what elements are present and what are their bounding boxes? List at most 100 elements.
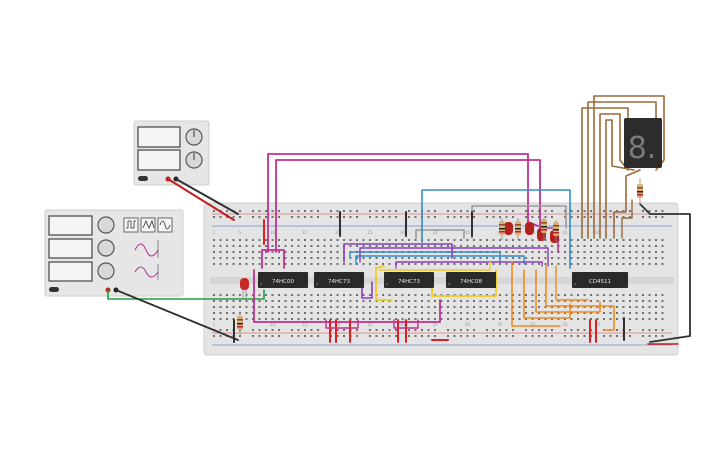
breadboard-hole[interactable]: [427, 318, 430, 320]
breadboard-hole[interactable]: [343, 263, 345, 265]
breadboard-hole[interactable]: [577, 251, 579, 253]
breadboard-hole[interactable]: [583, 294, 586, 296]
breadboard-hole[interactable]: [226, 294, 228, 296]
breadboard-hole[interactable]: [232, 245, 235, 247]
breadboard-hole[interactable]: [284, 239, 287, 241]
breadboard-hole[interactable]: [655, 245, 657, 247]
breadboard-hole[interactable]: [421, 245, 423, 247]
breadboard-hole[interactable]: [479, 318, 482, 320]
breadboard-hole[interactable]: [603, 318, 605, 320]
breadboard-hole[interactable]: [544, 329, 547, 331]
breadboard-hole[interactable]: [583, 210, 586, 212]
breadboard-hole[interactable]: [661, 300, 664, 302]
breadboard-hole[interactable]: [408, 329, 410, 331]
breadboard-hole[interactable]: [330, 257, 332, 259]
breadboard-hole[interactable]: [603, 312, 605, 314]
breadboard-hole[interactable]: [460, 239, 462, 241]
breadboard-hole[interactable]: [362, 245, 365, 247]
breadboard-hole[interactable]: [447, 263, 449, 265]
breadboard-hole[interactable]: [609, 257, 612, 259]
breadboard-hole[interactable]: [421, 335, 423, 337]
breadboard-hole[interactable]: [434, 210, 436, 212]
breadboard-hole[interactable]: [213, 318, 215, 320]
breadboard-hole[interactable]: [245, 294, 248, 296]
breadboard-hole[interactable]: [447, 257, 449, 259]
breadboard-hole[interactable]: [336, 312, 339, 314]
breadboard-hole[interactable]: [434, 263, 436, 265]
breadboard-hole[interactable]: [278, 239, 280, 241]
breadboard-hole[interactable]: [369, 245, 371, 247]
breadboard-hole[interactable]: [655, 329, 657, 331]
breadboard-hole[interactable]: [499, 245, 501, 247]
breadboard-hole[interactable]: [245, 318, 248, 320]
breadboard-hole[interactable]: [661, 239, 664, 241]
breadboard-hole[interactable]: [505, 239, 508, 241]
breadboard-hole[interactable]: [609, 210, 612, 212]
breadboard-hole[interactable]: [278, 329, 280, 331]
breadboard-hole[interactable]: [258, 300, 261, 302]
breadboard-hole[interactable]: [369, 329, 371, 331]
breadboard-hole[interactable]: [622, 245, 625, 247]
fg-amplitude-knob[interactable]: [97, 239, 115, 257]
breadboard-hole[interactable]: [297, 329, 300, 331]
breadboard-hole[interactable]: [239, 263, 241, 265]
breadboard-hole[interactable]: [291, 210, 293, 212]
breadboard-hole[interactable]: [622, 306, 625, 308]
breadboard-hole[interactable]: [297, 257, 300, 259]
breadboard-hole[interactable]: [375, 318, 378, 320]
breadboard-hole[interactable]: [538, 294, 540, 296]
breadboard-hole[interactable]: [538, 335, 540, 337]
breadboard-hole[interactable]: [466, 306, 469, 308]
breadboard-hole[interactable]: [629, 335, 631, 337]
breadboard-hole[interactable]: [343, 335, 345, 337]
breadboard-hole[interactable]: [590, 245, 592, 247]
breadboard-hole[interactable]: [284, 263, 287, 265]
breadboard-hole[interactable]: [655, 300, 657, 302]
breadboard-hole[interactable]: [239, 300, 241, 302]
breadboard-hole[interactable]: [278, 300, 280, 302]
breadboard-hole[interactable]: [356, 257, 358, 259]
breadboard-hole[interactable]: [258, 318, 261, 320]
breadboard-hole[interactable]: [440, 245, 443, 247]
breadboard-hole[interactable]: [512, 294, 514, 296]
breadboard-hole[interactable]: [447, 245, 449, 247]
breadboard-hole[interactable]: [356, 239, 358, 241]
breadboard-hole[interactable]: [648, 329, 651, 331]
breadboard-hole[interactable]: [603, 294, 605, 296]
breadboard-hole[interactable]: [388, 263, 391, 265]
breadboard-hole[interactable]: [570, 257, 573, 259]
breadboard-hole[interactable]: [460, 335, 462, 337]
breadboard-hole[interactable]: [453, 210, 456, 212]
breadboard-hole[interactable]: [284, 251, 287, 253]
breadboard-hole[interactable]: [492, 329, 495, 331]
breadboard-hole[interactable]: [219, 318, 222, 320]
breadboard-hole[interactable]: [258, 306, 261, 308]
breadboard-hole[interactable]: [603, 257, 605, 259]
breadboard-hole[interactable]: [440, 263, 443, 265]
breadboard-hole[interactable]: [648, 257, 651, 259]
breadboard-hole[interactable]: [603, 251, 605, 253]
chip-u3[interactable]: 74HC73: [384, 272, 434, 288]
breadboard-hole[interactable]: [603, 300, 605, 302]
breadboard-hole[interactable]: [466, 245, 469, 247]
breadboard-hole[interactable]: [479, 257, 482, 259]
breadboard-hole[interactable]: [453, 300, 456, 302]
breadboard-hole[interactable]: [505, 329, 508, 331]
breadboard-hole[interactable]: [648, 335, 651, 337]
breadboard-hole[interactable]: [538, 210, 540, 212]
breadboard-hole[interactable]: [395, 216, 397, 218]
breadboard-hole[interactable]: [369, 294, 371, 296]
breadboard-hole[interactable]: [629, 294, 631, 296]
breadboard-hole[interactable]: [486, 216, 488, 218]
breadboard-hole[interactable]: [427, 257, 430, 259]
breadboard-hole[interactable]: [336, 257, 339, 259]
breadboard-hole[interactable]: [421, 312, 423, 314]
breadboard-hole[interactable]: [544, 245, 547, 247]
breadboard-hole[interactable]: [492, 210, 495, 212]
breadboard-hole[interactable]: [447, 216, 449, 218]
breadboard-hole[interactable]: [271, 300, 274, 302]
breadboard-hole[interactable]: [609, 335, 612, 337]
breadboard-hole[interactable]: [655, 257, 657, 259]
breadboard-hole[interactable]: [284, 294, 287, 296]
breadboard-hole[interactable]: [603, 239, 605, 241]
